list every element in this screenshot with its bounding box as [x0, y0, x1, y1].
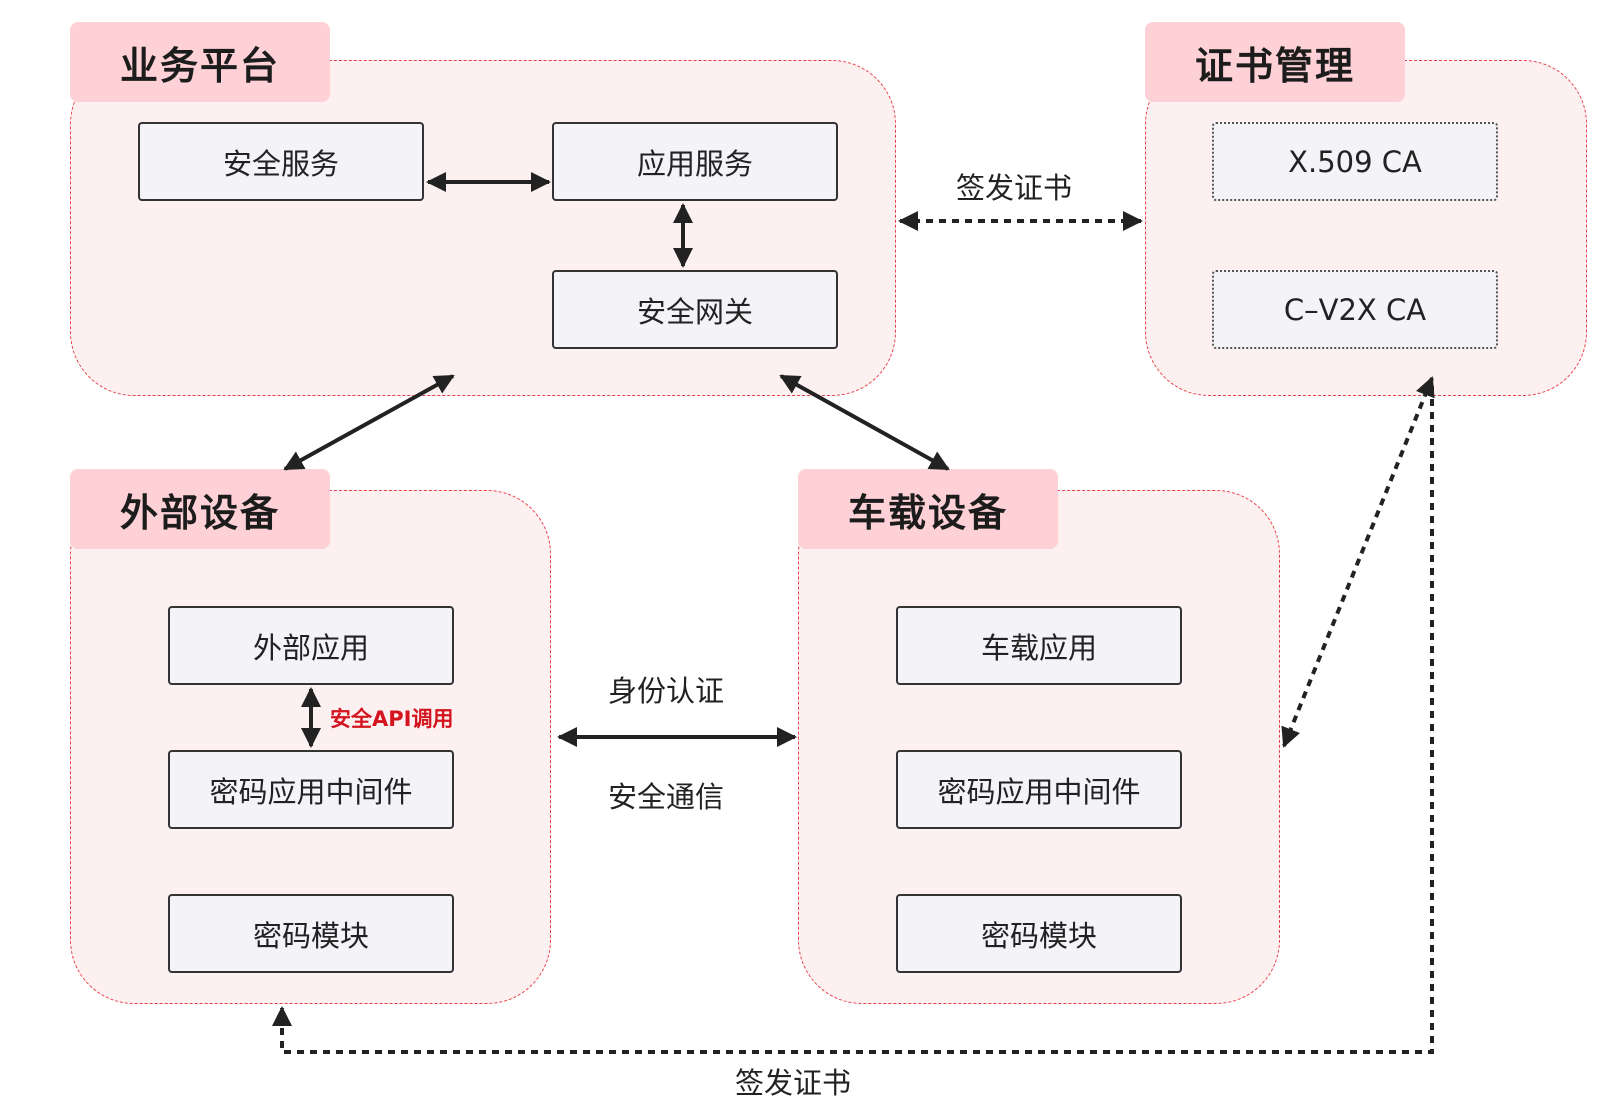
identity-auth-label: 身份认证	[608, 674, 725, 708]
external-middleware-node[interactable]: 密码应用中间件	[168, 750, 454, 829]
security-gateway-node[interactable]: 安全网关	[552, 270, 838, 349]
vehicle-device-title: 车载设备	[798, 469, 1058, 549]
vehicle-crypto-module-node[interactable]: 密码模块	[896, 894, 1182, 973]
arrow-cert-to-vehicle	[1281, 376, 1435, 748]
security-service-node[interactable]: 安全服务	[138, 122, 424, 201]
external-device-title: 外部设备	[70, 469, 330, 549]
security-api-call-label: 安全API调用	[330, 707, 454, 731]
vehicle-app-node[interactable]: 车载应用	[896, 606, 1182, 685]
external-crypto-module-node[interactable]: 密码模块	[168, 894, 454, 973]
app-service-node[interactable]: 应用服务	[552, 122, 838, 201]
x509-ca-node[interactable]: X.509 CA	[1212, 122, 1498, 201]
vehicle-middleware-node[interactable]: 密码应用中间件	[896, 750, 1182, 829]
arrow-business-to-vehicle	[779, 374, 950, 471]
arrow-cert-to-external	[272, 386, 1434, 1054]
issue-cert-top-label: 签发证书	[956, 171, 1073, 205]
cert-management-title: 证书管理	[1145, 22, 1405, 102]
arrow-business-to-external	[283, 374, 455, 471]
external-app-node[interactable]: 外部应用	[168, 606, 454, 685]
cv2x-ca-node[interactable]: C–V2X CA	[1212, 270, 1498, 349]
issue-cert-bottom-label: 签发证书	[735, 1066, 852, 1100]
business-platform-title: 业务平台	[70, 22, 330, 102]
secure-comm-label: 安全通信	[608, 780, 725, 814]
